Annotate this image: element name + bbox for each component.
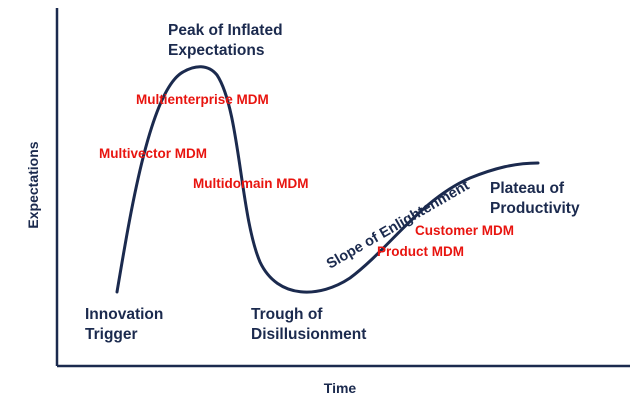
technology-multidomain-mdm: Multidomain MDM bbox=[193, 176, 308, 191]
technology-multivector-mdm: Multivector MDM bbox=[99, 146, 207, 161]
phase-peak-line2: Expectations bbox=[168, 42, 264, 59]
hype-cycle-curve bbox=[115, 65, 540, 294]
phase-trough-line1: Trough of bbox=[251, 306, 323, 323]
technology-product-mdm: Product MDM bbox=[377, 244, 464, 259]
phase-innovation-trigger: Innovation Trigger bbox=[85, 306, 163, 343]
technology-multienterprise-mdm: Multienterprise MDM bbox=[136, 92, 269, 107]
axes bbox=[55, 8, 630, 368]
phase-peak-of-inflated-expectations: Peak of Inflated Expectations bbox=[168, 22, 283, 59]
phase-plateau-line1: Plateau of bbox=[490, 180, 565, 197]
x-axis-label: Time bbox=[324, 380, 357, 396]
phase-plateau-of-productivity: Plateau of Productivity bbox=[490, 180, 580, 217]
technology-customer-mdm: Customer MDM bbox=[415, 223, 514, 238]
technology-labels: Multienterprise MDM Multivector MDM Mult… bbox=[99, 92, 514, 259]
phase-peak-line1: Peak of Inflated bbox=[168, 22, 283, 39]
phase-trough-of-disillusionment: Trough of Disillusionment bbox=[251, 306, 366, 343]
phase-plateau-line2: Productivity bbox=[490, 200, 580, 217]
phase-innovation-trigger-line1: Innovation bbox=[85, 306, 163, 323]
y-axis-label: Expectations bbox=[25, 141, 41, 228]
phase-innovation-trigger-line2: Trigger bbox=[85, 326, 138, 343]
phase-trough-line2: Disillusionment bbox=[251, 326, 366, 343]
